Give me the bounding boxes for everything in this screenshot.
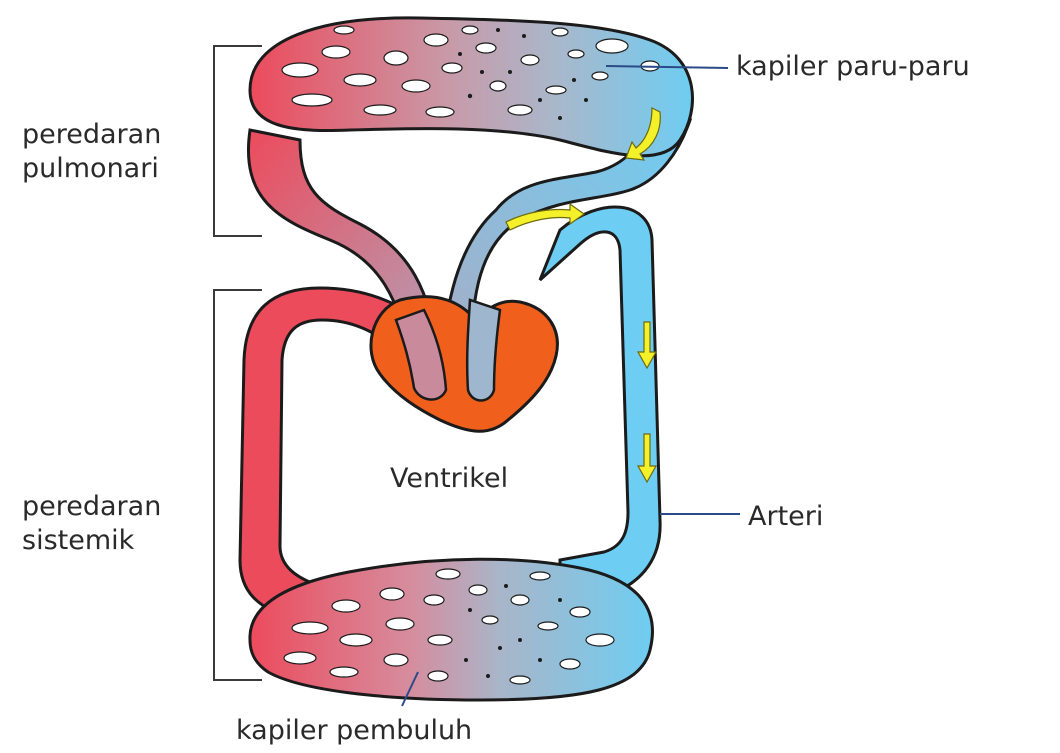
label-pulmonary-line1: peredaran [22,118,161,152]
label-pulmonary-circulation: peredaran pulmonari [22,118,161,186]
heart-inlet-blue [467,300,500,401]
label-systemic-circulation: peredaran sistemik [22,490,161,558]
label-artery: Arteri [748,500,823,534]
label-lung-capillaries: kapiler paru-paru [736,50,970,84]
label-ventricle: Ventrikel [390,462,508,496]
label-pulmonary-line2: pulmonari [22,152,161,186]
artery-vessel [540,207,660,600]
label-systemic-line1: peredaran [22,490,161,524]
lung-capillary-bed [250,18,692,156]
label-body-capillaries: kapiler pembuluh [236,714,472,748]
ventricle-heart [371,297,557,432]
label-systemic-line2: sistemik [22,524,161,558]
